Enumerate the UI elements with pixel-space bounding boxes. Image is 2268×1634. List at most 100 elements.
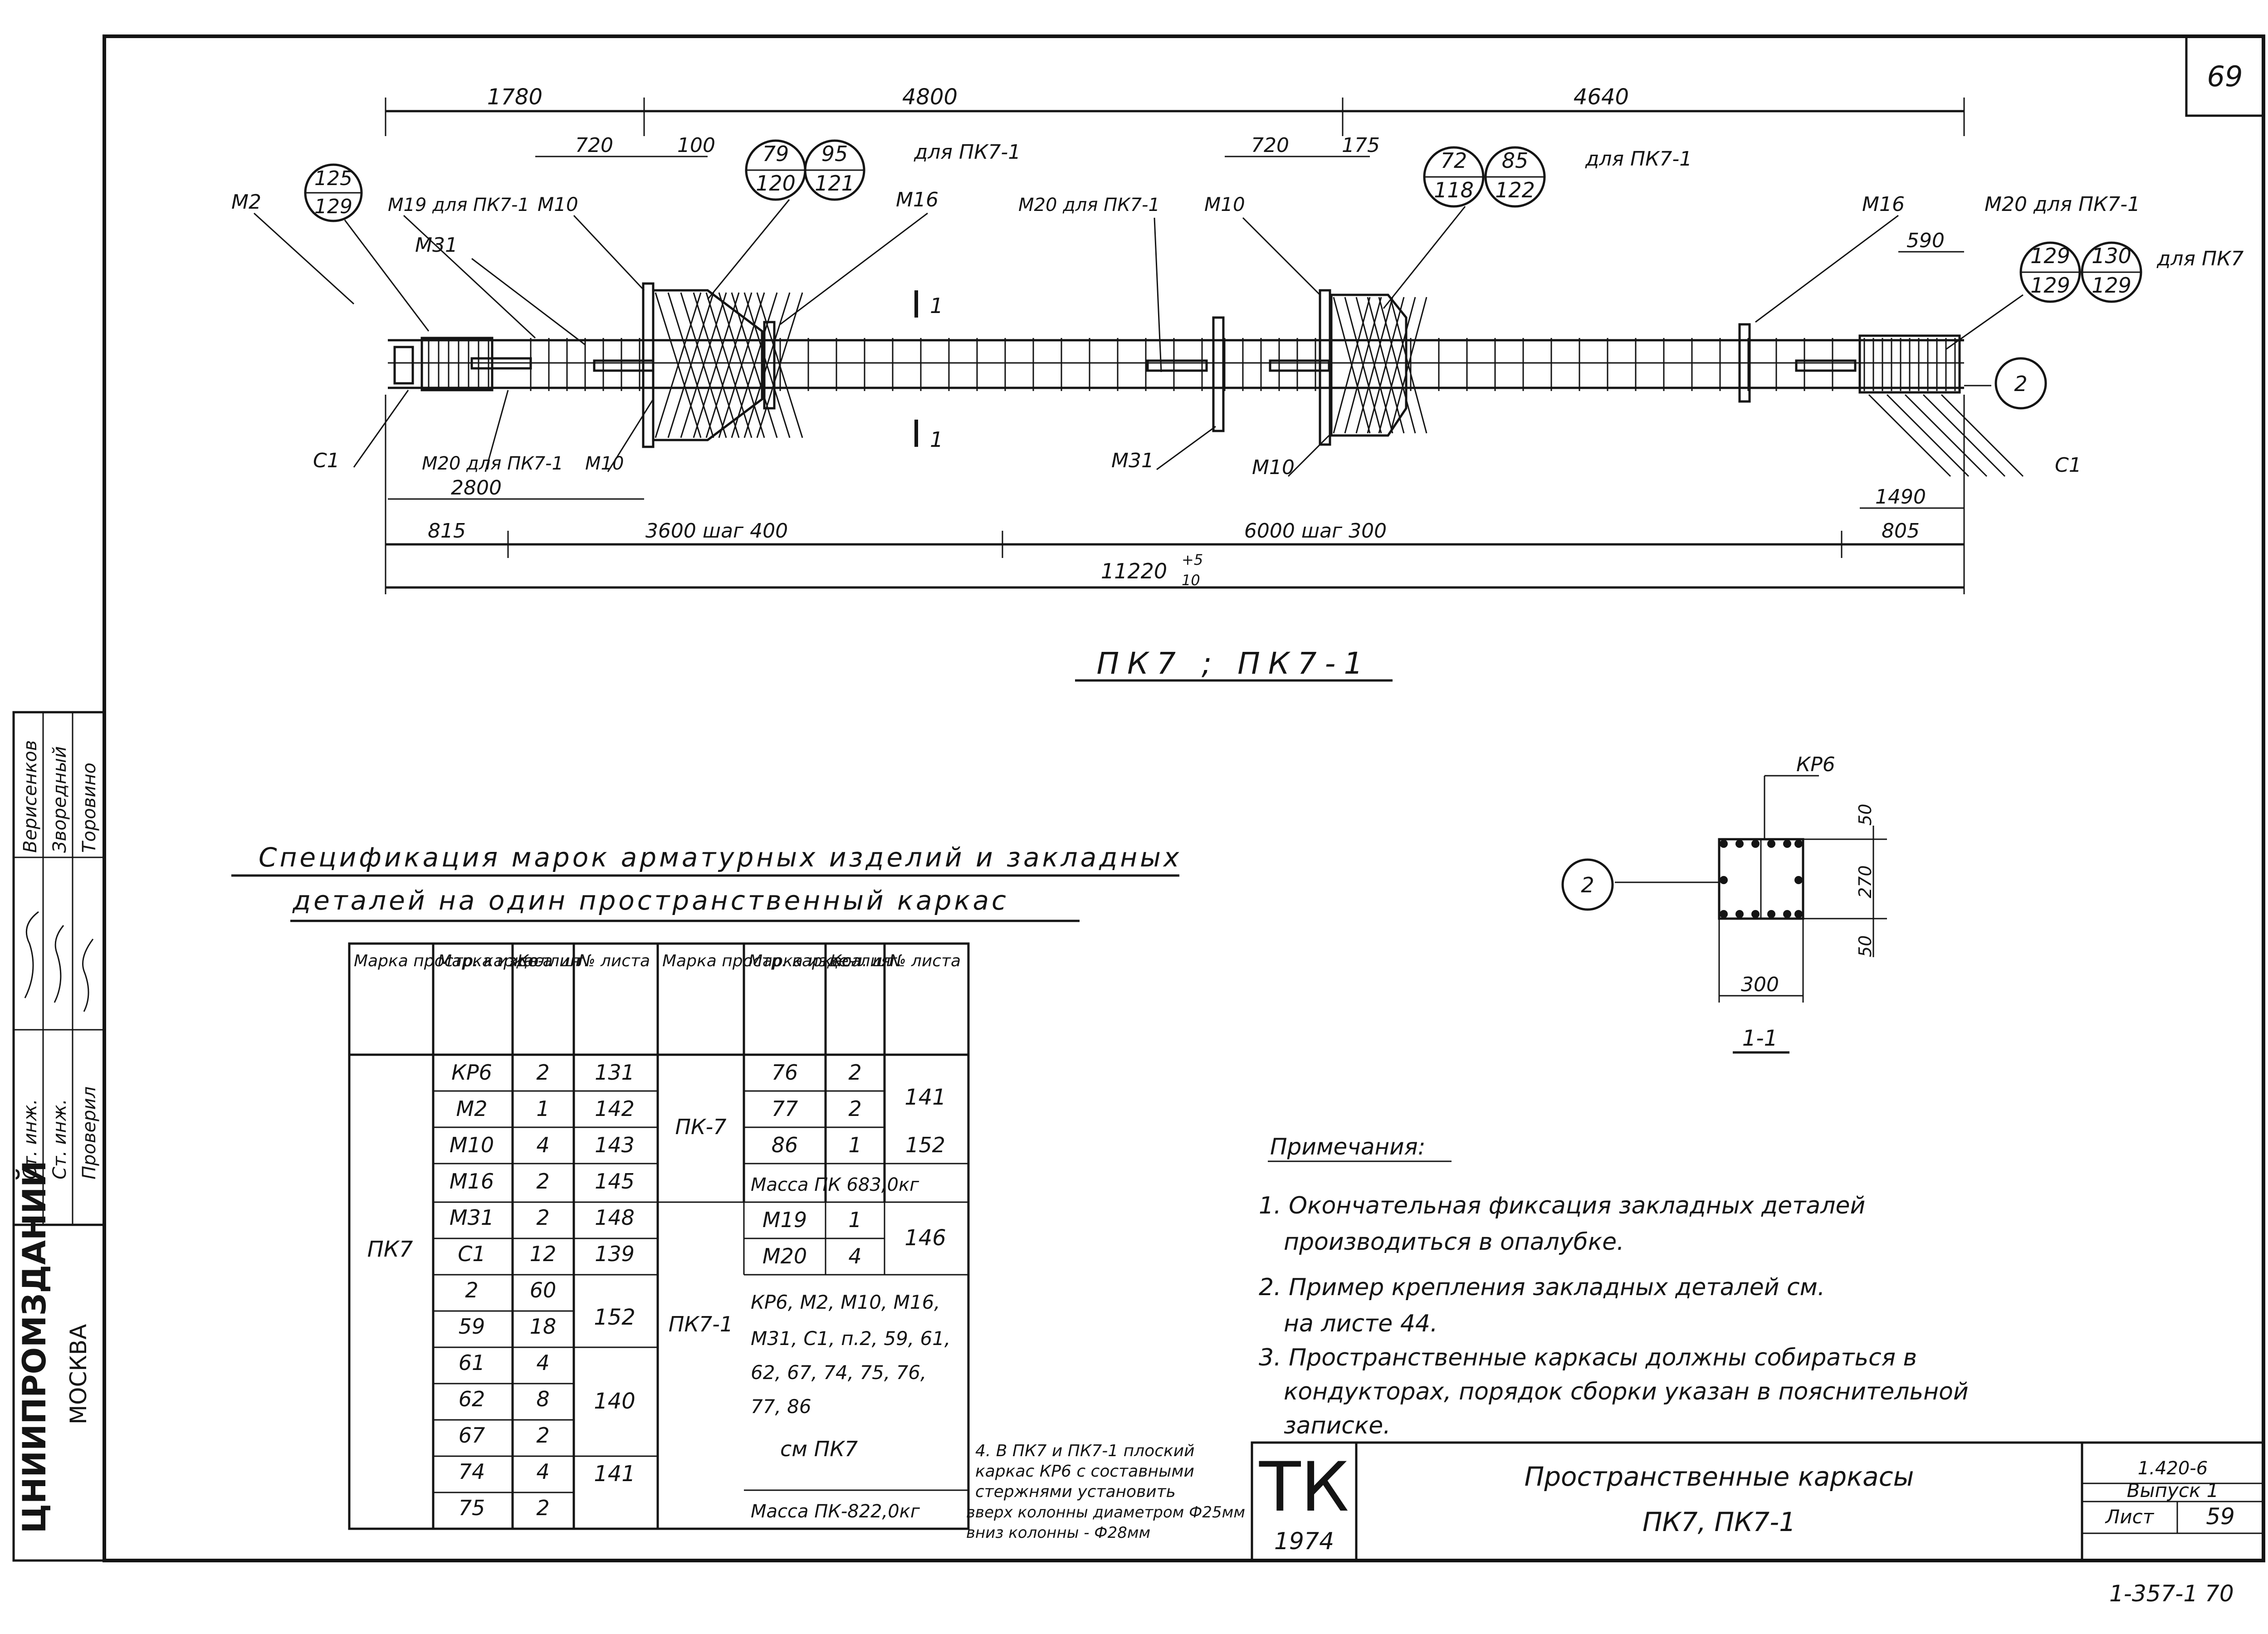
note-1-line-2: производиться в опалубке.: [1284, 1228, 1624, 1256]
section-rebar-dot: [1783, 840, 1791, 848]
pk71-see: см ПК7: [780, 1437, 858, 1461]
section-mark-top: 1: [930, 294, 943, 318]
notes: Примечания: 1. Окончательная фиксация за…: [966, 1134, 1969, 1542]
sub-dim-100: 100: [677, 134, 715, 157]
title-series: 1.420-6: [2138, 1458, 2208, 1479]
hdr-qty-2: Кол. шт.: [830, 952, 902, 970]
stamp-name-3: Торовино: [79, 763, 100, 853]
dim-2800: 2800: [451, 476, 502, 499]
mark-circle-72: 72 118: [1423, 146, 1485, 208]
svg-text:79: 79: [763, 142, 789, 166]
pk71-item-m19: M19: [763, 1208, 807, 1232]
svg-text:122: 122: [1495, 178, 1535, 202]
capital-hatch-1: [718, 292, 765, 438]
capital-hatch-1: [655, 292, 702, 438]
svg-text:72: 72: [1441, 148, 1467, 173]
node-ref-circle: [1994, 357, 2047, 410]
stamp-org: ЦНИИПРОМЗДАНИЙ: [16, 1160, 53, 1533]
sub-dim-590: 590: [1906, 229, 1945, 252]
note-1-line-1: 1. Окончательная фиксация закладных дета…: [1259, 1192, 1865, 1219]
note-4-line-5: вниз колонны - Ф28мм: [966, 1524, 1150, 1542]
row-qty: 2: [536, 1060, 549, 1085]
row-qty: 2: [536, 1169, 549, 1194]
pk7-qty-86: 1: [848, 1133, 861, 1157]
section-label-kr6: КР6: [1796, 753, 1835, 776]
title-issue: Выпуск 1: [2127, 1479, 2219, 1502]
stamp-name-1: Верисенков: [20, 740, 41, 853]
pk7-item-77: 77: [772, 1096, 798, 1121]
label-m16-a: M16: [896, 188, 938, 211]
label-m20-pk71: M20 для ПК7-1: [1018, 195, 1160, 215]
signature-2: [54, 925, 64, 1003]
row-item: M10: [450, 1133, 494, 1157]
pk71-frame-mark: ПК7-1: [669, 1312, 733, 1336]
mark-circle-79: 79 120: [745, 139, 807, 201]
drawing-title: ПК7 ; ПК7-1: [1097, 646, 1371, 681]
section-rebar-dot: [1794, 876, 1803, 884]
sub-dim-720b: 720: [1251, 134, 1289, 157]
pk7-qty-77: 2: [848, 1096, 861, 1121]
capital-hatch-2: [1367, 297, 1405, 434]
stamp-role-1: Ст. инж.: [20, 1099, 41, 1179]
capital-hatch-1: [731, 292, 778, 438]
title-line-2: ПК7, ПК7-1: [1642, 1507, 1796, 1537]
row-qty: 4: [536, 1459, 549, 1484]
hdr-frame-2: Марка простр. каркаса: [662, 952, 861, 970]
svg-text:129: 129: [2092, 273, 2131, 298]
capital-hatch-2: [1389, 297, 1427, 434]
row-sheet: 131: [595, 1060, 635, 1085]
bottom-stamp: 1-357-1 70: [2109, 1580, 2234, 1607]
label-m2: M2: [231, 191, 261, 214]
section-node-label: 2: [1581, 873, 1594, 897]
section-rebar-dot: [1720, 876, 1728, 884]
svg-text:85: 85: [1502, 148, 1529, 173]
note-4-line-2: каркас КР6 с составными: [975, 1462, 1194, 1481]
label-m10-b: M10: [1204, 193, 1245, 215]
section-rebar-dot: [1735, 840, 1744, 848]
stamp-name-2: Зворедный: [49, 746, 70, 853]
pk71-list-3: 62, 67, 74, 75, 76,: [751, 1361, 926, 1384]
row-item: 59: [459, 1314, 485, 1339]
capital-hatch-2: [1378, 297, 1416, 434]
section-node-circle: [1561, 858, 1614, 911]
svg-text:118: 118: [1434, 178, 1474, 202]
node-ref-label: 2: [2014, 372, 2027, 396]
label-for-pk71-a: для ПК7-1: [914, 141, 1021, 164]
signature-1: [24, 911, 39, 998]
label-m31-bottom: M31: [1111, 449, 1154, 472]
label-m19: M19 для ПК7-1: [388, 195, 529, 215]
pk71-item-m20: M20: [763, 1244, 807, 1268]
label-for-pk7-right: для ПК7: [2156, 247, 2244, 270]
row-item: 67: [459, 1423, 485, 1448]
label-m20-pk71-right: M20 для ПК7-1: [1984, 193, 2140, 216]
top-dim-3: 4640: [1574, 84, 1629, 110]
stamp-role-3: Проверил: [79, 1086, 100, 1179]
mark-circle-129: 129 129: [2019, 241, 2081, 303]
section-dim-50b: 50: [1855, 935, 1875, 957]
side-stamp: ЦНИИПРОМЗДАНИЙ МОСКВА Ст. инж. Ст. инж. …: [12, 711, 106, 1562]
capital-hatch-1: [705, 292, 753, 438]
mark-circle-125: 125 129: [304, 163, 363, 222]
signature-3: [82, 939, 94, 1012]
capital-hatch-1: [756, 292, 803, 438]
top-dim-2: 4800: [902, 84, 958, 110]
pk7-qty-76: 2: [848, 1060, 861, 1085]
section-rebar-dot: [1794, 910, 1803, 918]
row-sheet: 139: [595, 1242, 635, 1266]
pk7-mass: Масса ПК 683,0кг: [751, 1174, 919, 1195]
mark-circle-130: 130 129: [2081, 241, 2142, 303]
row-item: C1: [458, 1242, 485, 1266]
row-qty: 2: [536, 1423, 549, 1448]
section-rebar-dot: [1735, 910, 1744, 918]
note-2-line-2: на листе 44.: [1284, 1310, 1438, 1337]
svg-text:129: 129: [2030, 244, 2070, 268]
row-item: КР6: [451, 1060, 492, 1085]
section-rebar-dot: [1720, 840, 1728, 848]
sheet-number-box: 69: [2185, 35, 2265, 117]
pk71-sheet-146: 146: [904, 1225, 946, 1251]
row-item: 75: [459, 1496, 485, 1520]
row-sheet: 142: [595, 1096, 635, 1121]
note-3-line-1: 3. Пространственные каркасы должны собир…: [1259, 1344, 1917, 1371]
dim-3600: 3600 шаг 400: [645, 519, 788, 543]
